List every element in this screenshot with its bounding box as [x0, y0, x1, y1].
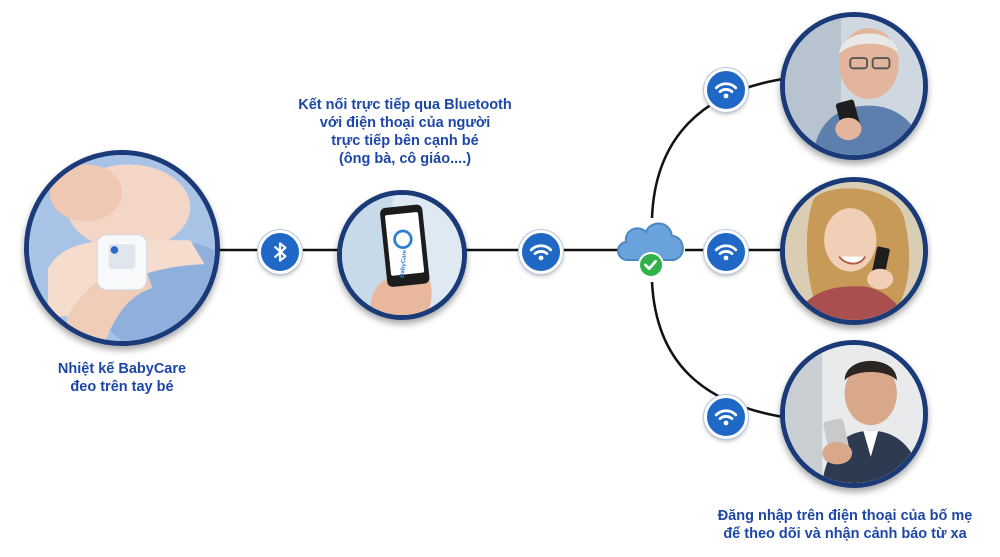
- bluetooth-icon: [258, 230, 302, 274]
- baby-caption-line: đeo trên tay bé: [70, 379, 174, 395]
- baby-caption: Nhiệt kế BabyCare đeo trên tay bé: [42, 360, 202, 396]
- wifi-icon: [704, 395, 748, 439]
- mother-phone-photo: [780, 177, 928, 325]
- grandfather-phone-photo: [780, 12, 928, 160]
- remote-caption-line: để theo dõi và nhận cảnh báo từ xa: [723, 526, 967, 542]
- bluetooth-caption-line: trực tiếp bên cạnh bé: [331, 133, 479, 149]
- bluetooth-caption: Kết nối trực tiếp qua Bluetooth với điện…: [290, 96, 520, 168]
- remote-caption: Đăng nhập trên điện thoại của bố mẹ để t…: [695, 507, 995, 543]
- cloud-to-father-line: [650, 281, 791, 420]
- wifi-icon: [704, 68, 748, 112]
- bluetooth-caption-line: (ông bà, cô giáo....): [338, 151, 472, 167]
- remote-caption-line: Đăng nhập trên điện thoại của bố mẹ: [717, 508, 973, 524]
- bluetooth-caption-line: với điện thoại của người: [319, 115, 491, 131]
- baby-caption-line: Nhiệt kế BabyCare: [57, 361, 187, 377]
- wifi-icon: [704, 230, 748, 274]
- phone-bluetooth-photo: BabyCare: [337, 190, 467, 320]
- cloud-to-grandfather-line: [650, 76, 791, 219]
- wifi-icon: [519, 230, 563, 274]
- baby-thermometer-photo: [24, 150, 220, 346]
- checkmark-icon: [638, 252, 664, 278]
- father-phone-photo: [780, 340, 928, 488]
- cloud-icon: [612, 212, 690, 282]
- bluetooth-caption-line: Kết nối trực tiếp qua Bluetooth: [298, 97, 512, 113]
